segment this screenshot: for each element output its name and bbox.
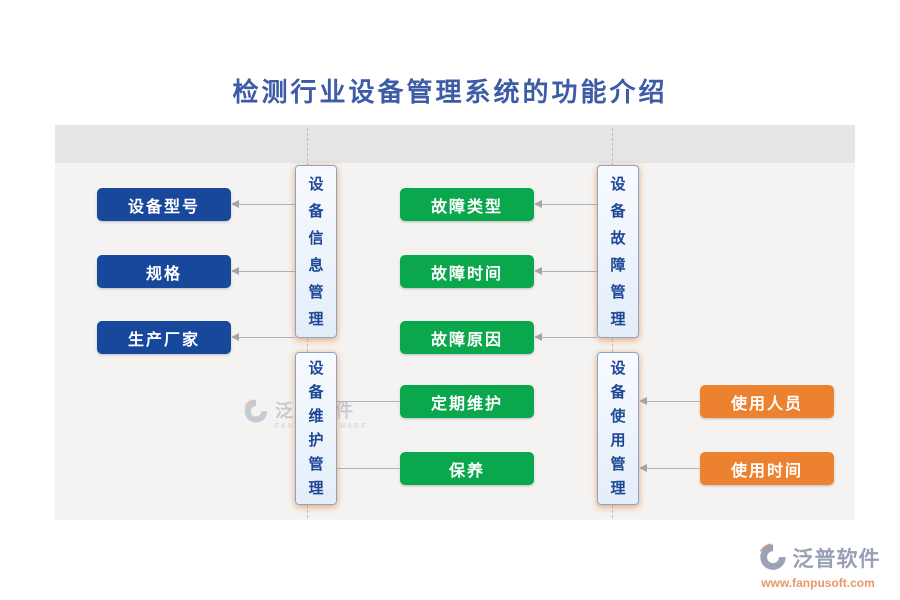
fanpu-logo: 泛普软件 www.fanpusoft.com <box>748 541 888 590</box>
connector <box>542 271 597 272</box>
node-fault-cause: 故障原因 <box>400 321 534 354</box>
page-title: 检测行业设备管理系统的功能介绍 <box>232 78 668 107</box>
logo-name: 泛普软件 <box>792 548 881 571</box>
node-upkeep: 保养 <box>400 452 534 485</box>
fanpu-logo-icon <box>758 543 786 570</box>
connector <box>542 204 597 205</box>
connector <box>239 337 295 338</box>
node-user-personnel: 使用人员 <box>700 385 834 418</box>
connector <box>239 271 295 272</box>
banner <box>55 125 855 163</box>
node-usage-time: 使用时间 <box>700 452 834 485</box>
node-device-model: 设备型号 <box>97 188 231 221</box>
arrowhead <box>231 200 239 208</box>
group-label: 设备使用管理 <box>610 359 626 497</box>
group-label: 设备维护管理 <box>308 359 324 497</box>
node-manufacturer: 生产厂家 <box>97 321 231 354</box>
node-periodic-maintenance: 定期维护 <box>400 385 534 418</box>
group-device-usage-management: 设备使用管理 <box>597 352 639 505</box>
connector <box>337 468 400 469</box>
connector <box>647 401 700 402</box>
logo-url: www.fanpusoft.com <box>761 576 875 590</box>
group-device-maintenance-management: 设备维护管理 <box>295 352 337 505</box>
connector <box>647 468 700 469</box>
group-label: 设备信息管理 <box>308 175 324 328</box>
connector <box>542 337 597 338</box>
arrowhead <box>534 200 542 208</box>
arrowhead <box>534 333 542 341</box>
connector <box>239 204 295 205</box>
arrowhead <box>231 267 239 275</box>
arrowhead <box>534 267 542 275</box>
arrowhead <box>639 464 647 472</box>
arrowhead <box>231 333 239 341</box>
fanpu-logo-icon <box>244 399 268 423</box>
group-device-fault-management: 设备故障管理 <box>597 165 639 338</box>
node-fault-type: 故障类型 <box>400 188 534 221</box>
arrowhead <box>639 397 647 405</box>
diagram-canvas: 泛普软件 FANPU SOFTWARE 设备信息管理 设备故障管理 设备维护管理… <box>55 125 855 520</box>
connector <box>337 401 400 402</box>
node-fault-time: 故障时间 <box>400 255 534 288</box>
group-label: 设备故障管理 <box>610 175 626 328</box>
group-device-info-management: 设备信息管理 <box>295 165 337 338</box>
node-specification: 规格 <box>97 255 231 288</box>
